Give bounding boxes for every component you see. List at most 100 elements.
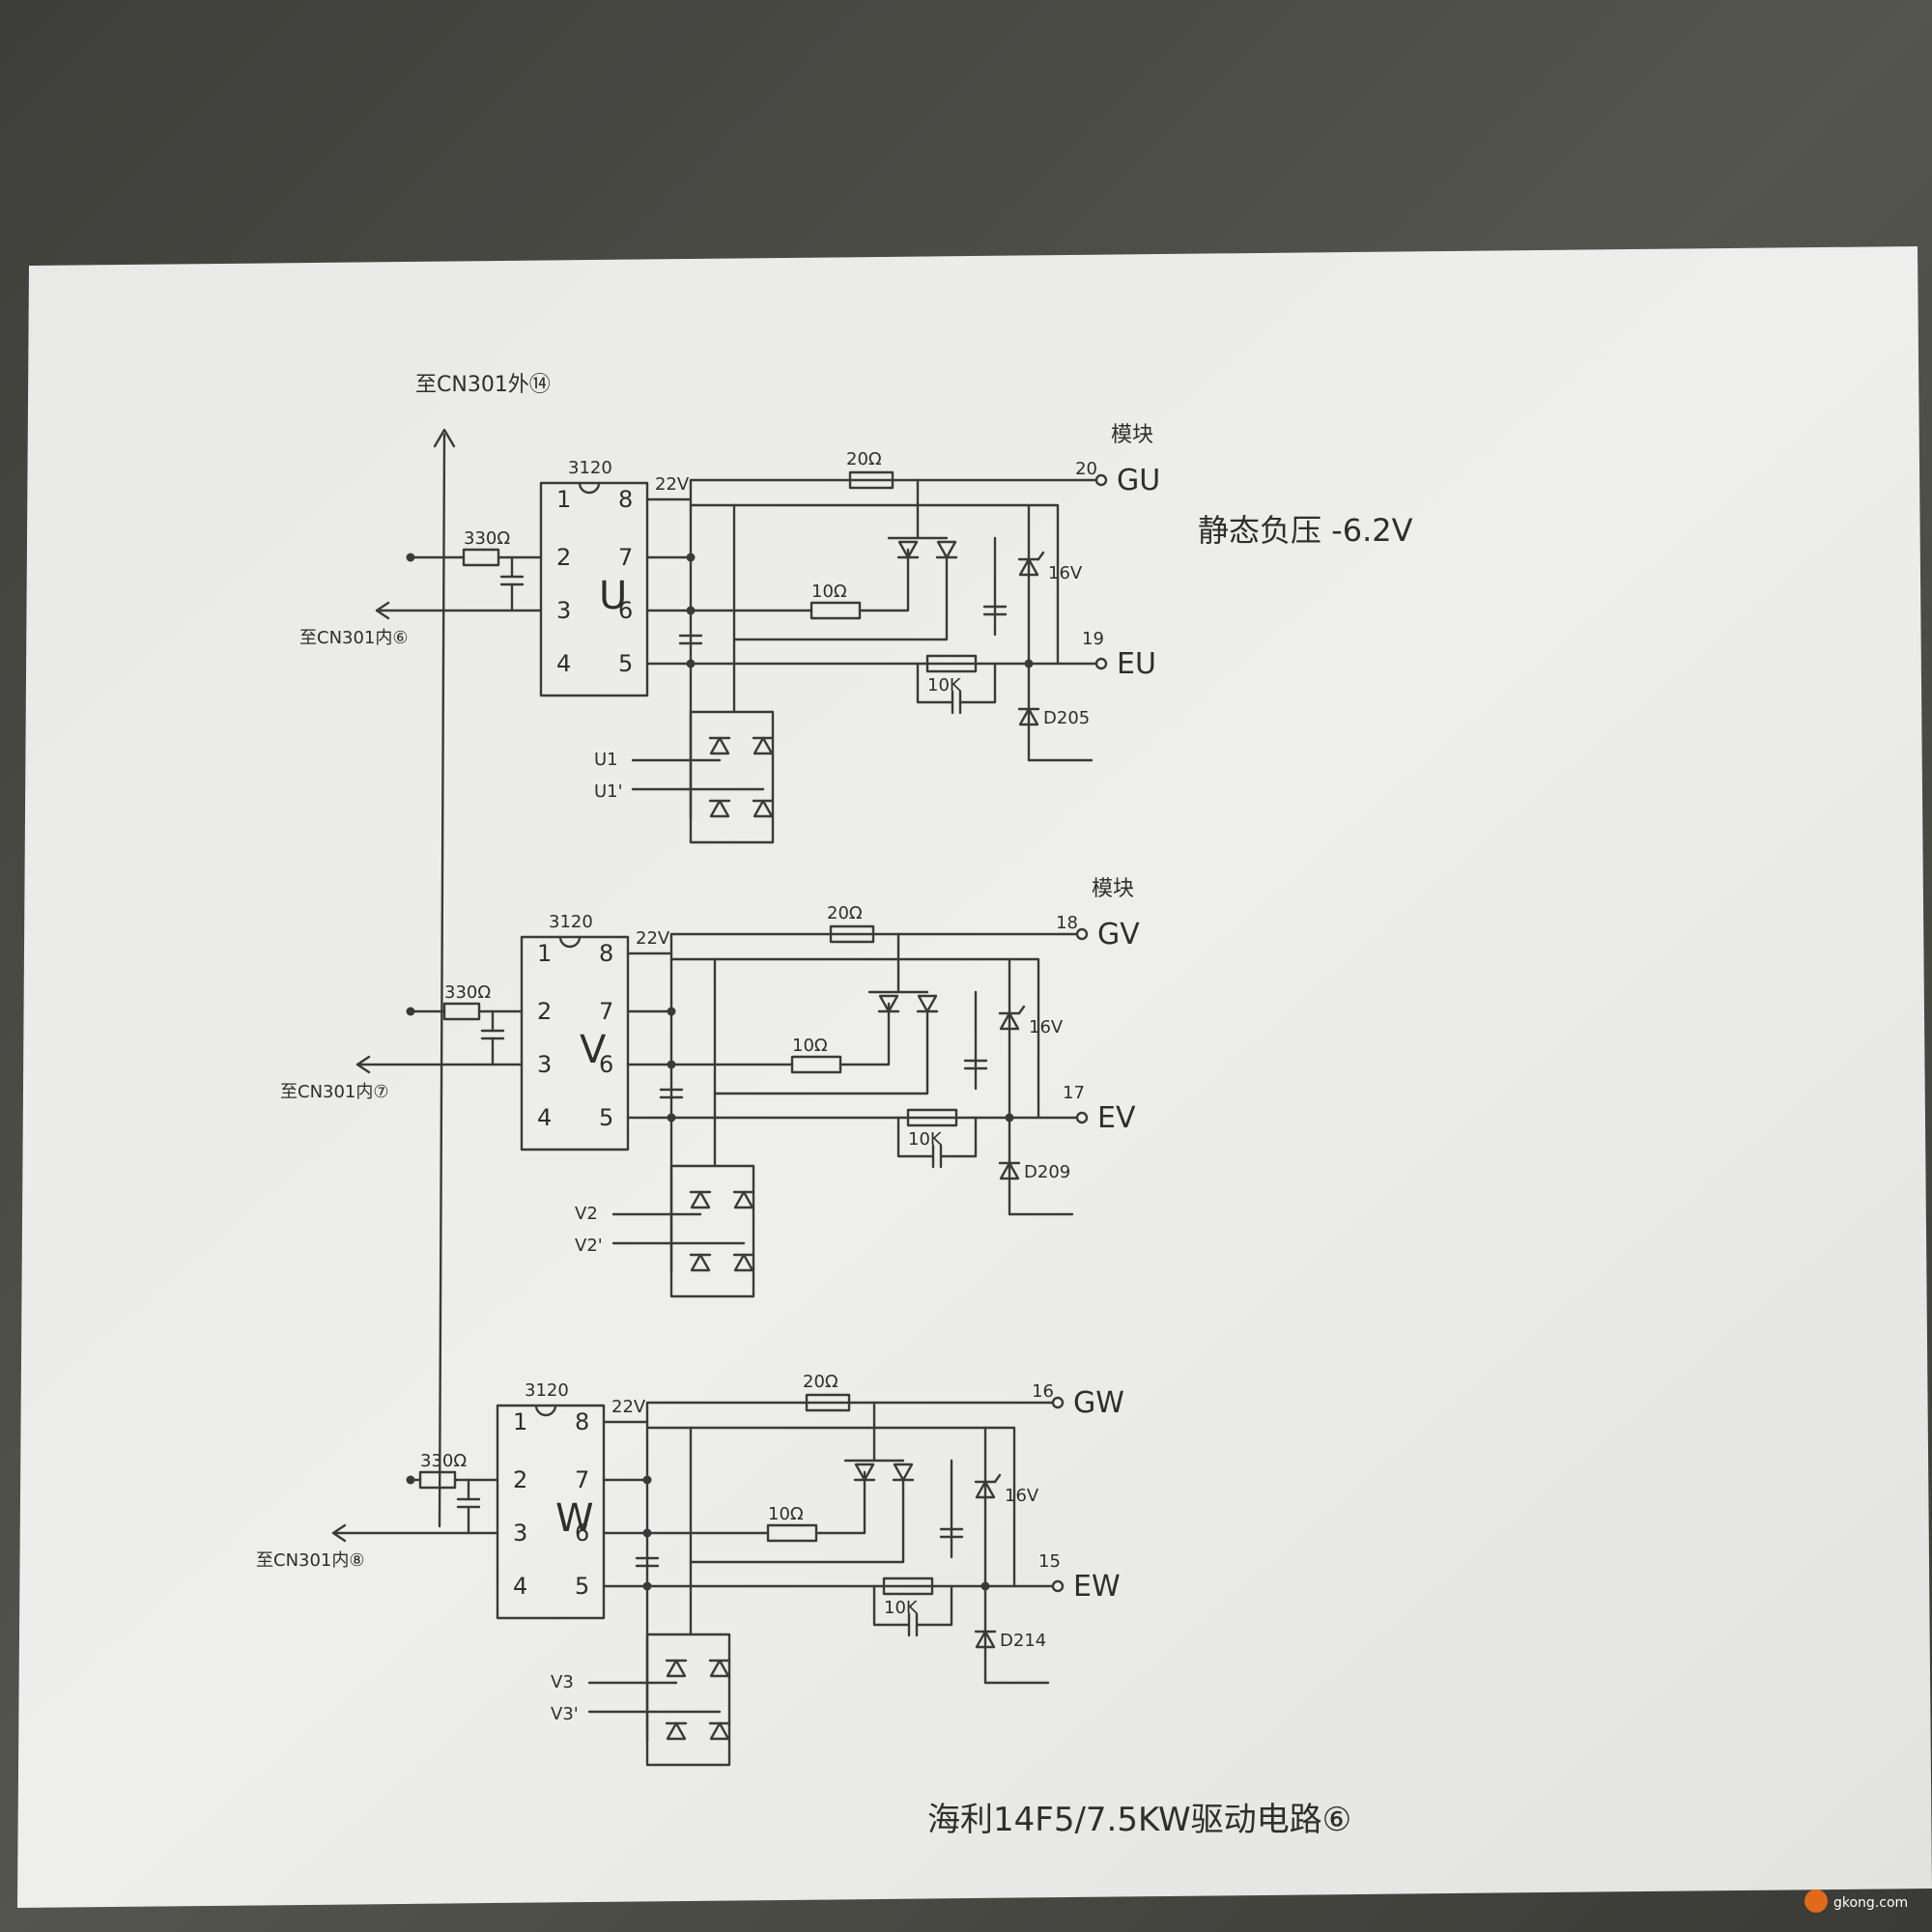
static-bias-note: 静态负压 -6.2V (1198, 512, 1413, 549)
wire (645, 1633, 731, 1767)
emitter-pin-number: 15 (1038, 1551, 1061, 1572)
ac-input-2-label: V2' (575, 1236, 603, 1256)
diode-symbol (665, 1659, 688, 1678)
supply-voltage-label: 22V (611, 1397, 646, 1417)
chip-letter: U (599, 574, 627, 618)
supply-voltage-label: 22V (636, 928, 670, 949)
input-resistor-label: 330Ω (420, 1451, 467, 1471)
diode-symbol (752, 799, 775, 818)
cn301-connector-label: 至CN301内⑦ (280, 1082, 389, 1102)
chip-pin-8: 8 (575, 1408, 589, 1435)
wire (669, 957, 1040, 1120)
capacitor-symbol (963, 1059, 988, 1070)
junction-dot (642, 1581, 652, 1591)
chip-notch (558, 935, 582, 949)
terminal (1051, 1579, 1065, 1593)
module-label: 模块 (1092, 877, 1134, 901)
zener-diode-symbol (1017, 551, 1045, 577)
chip-pin-1: 1 (556, 486, 571, 513)
chip-model-label: 3120 (549, 912, 593, 932)
arrow-left-icon (331, 1523, 347, 1543)
resistor-symbol (805, 1393, 851, 1412)
chip-notch (534, 1404, 557, 1417)
wire (689, 478, 1103, 501)
wire (896, 1116, 934, 1158)
capacitor-symbol (635, 1556, 660, 1568)
resistor-symbol (829, 924, 875, 944)
gate-resistor-label: 20Ω (846, 449, 882, 469)
wire (916, 662, 953, 704)
zener-diode-symbol (974, 1473, 1002, 1499)
chip-pin-7: 7 (618, 544, 633, 571)
chip-pin-5: 5 (618, 650, 633, 677)
mid-resistor-label: 10Ω (768, 1504, 804, 1524)
junction-dot (686, 659, 696, 668)
chip-model-label: 3120 (568, 458, 612, 478)
wire (940, 1116, 978, 1158)
terminal (1075, 927, 1089, 941)
diode-symbol (896, 540, 920, 559)
diode-symbol (732, 1253, 755, 1272)
diode-symbol (708, 1659, 731, 1678)
chip-pin-5: 5 (599, 1104, 613, 1131)
wire (959, 662, 997, 704)
diode-symbol (708, 736, 731, 755)
chip-pin-6: 6 (618, 597, 633, 624)
resistor-symbol (882, 1577, 934, 1596)
chip-letter: W (555, 1496, 594, 1541)
resistor-symbol (848, 470, 895, 490)
diode-symbol (1017, 707, 1040, 726)
optocoupler-chip (496, 1404, 606, 1620)
watermark-text: gkong.com (1833, 1895, 1908, 1911)
clamp-diode-label: D209 (1024, 1162, 1070, 1182)
junction-dot (667, 1113, 676, 1122)
cn301-outer-label: 至CN301外⑭ (415, 373, 551, 397)
resistor-symbol (906, 1108, 958, 1127)
capacitor-symbol (678, 634, 703, 645)
junction-dot (406, 1475, 415, 1485)
wire (645, 1426, 1016, 1588)
chip-pin-3: 3 (556, 597, 571, 624)
gate-pin-number: 16 (1032, 1381, 1054, 1402)
schematic-title: 海利14F5/7.5KW驱动电路⑥ (927, 1801, 1351, 1839)
wire (689, 503, 1060, 666)
chip-pin-8: 8 (599, 940, 613, 967)
wire (645, 1401, 1060, 1424)
chip-pin-3: 3 (537, 1051, 552, 1078)
wire (916, 1584, 953, 1627)
chip-pin-4: 4 (513, 1573, 527, 1600)
clamp-diode-label: D214 (1000, 1631, 1046, 1651)
wire (438, 433, 446, 1528)
gear-icon (1804, 1889, 1828, 1913)
gate-pin-number: 20 (1075, 459, 1097, 479)
diode-symbol (708, 799, 731, 818)
10k-resistor-label: 10K (908, 1129, 943, 1150)
junction-dot (406, 1007, 415, 1016)
terminal (1051, 1396, 1065, 1409)
wire (669, 1164, 755, 1298)
gate-resistor-label: 20Ω (827, 903, 863, 923)
arrow-up-icon (433, 428, 456, 448)
site-logo: gkong.com (1804, 1889, 1908, 1913)
zener-voltage-label: 16V (1029, 1017, 1064, 1037)
chip-pin-5: 5 (575, 1573, 589, 1600)
capacitor-symbol (982, 605, 1008, 616)
wire (858, 548, 910, 612)
chip-pin-2: 2 (537, 998, 552, 1025)
junction-dot (642, 1475, 652, 1485)
optocoupler-chip (539, 481, 649, 697)
junction-dot (686, 553, 696, 562)
chip-notch (578, 481, 601, 495)
diode-symbol (708, 1721, 731, 1741)
10k-resistor-label: 10K (884, 1598, 919, 1618)
chip-pin-3: 3 (513, 1520, 527, 1547)
wire (872, 1584, 910, 1627)
ac-input-2-label: V3' (551, 1704, 579, 1724)
diode-symbol (752, 736, 775, 755)
wire (732, 503, 949, 641)
diode-symbol (732, 1190, 755, 1209)
cn301-connector-label: 至CN301内⑧ (256, 1550, 365, 1571)
